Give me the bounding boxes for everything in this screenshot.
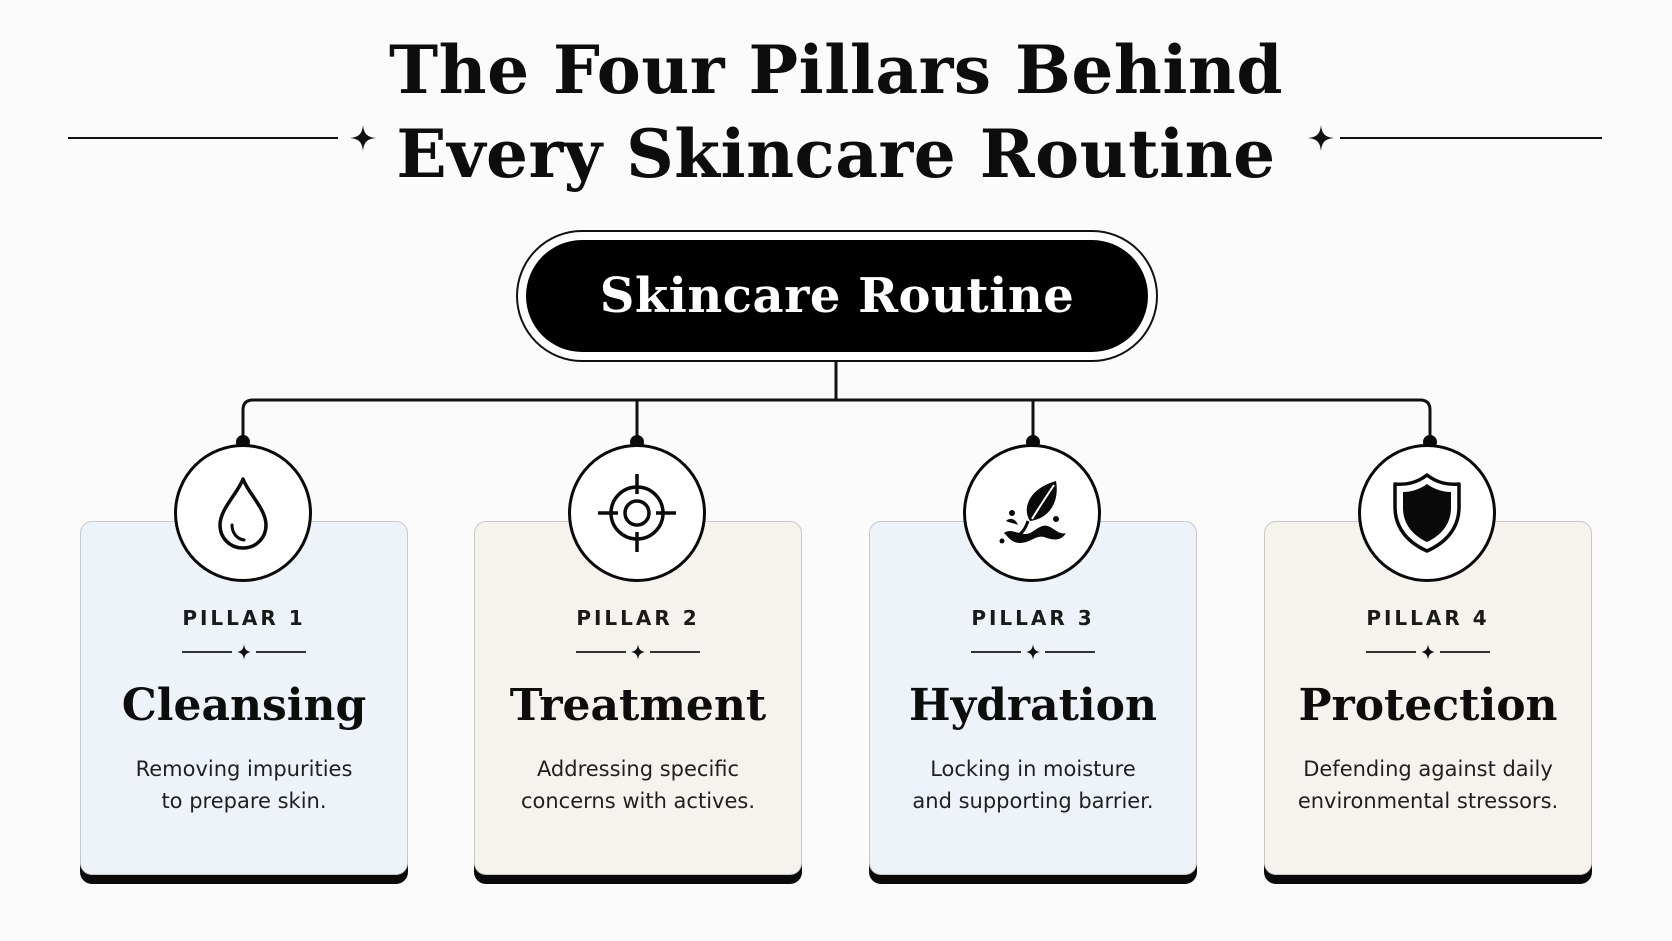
ornament-divider [1366,644,1490,660]
pillar-number: PILLAR 1 [182,606,306,630]
icon-badge-3 [963,444,1101,582]
pillar-number: PILLAR 3 [971,606,1095,630]
pillar-description: Defending against daily environmental st… [1297,757,1559,813]
water-drop-icon [218,477,268,550]
sparkle-icon-right [1308,125,1334,151]
title-divider-left [68,137,338,139]
pillar-description: Locking in moisture and supporting barri… [912,757,1154,813]
title-divider-right [1340,137,1602,139]
leaf-splash-icon [999,481,1066,544]
pillar-description: Addressing specific concerns with active… [520,757,756,813]
pillar-number: PILLAR 2 [576,606,700,630]
sparkle-icon [631,644,645,660]
pillar-card-1: PILLAR 1 Cleansing Removing impurities t… [80,521,408,875]
root-node-fill: Skincare Routine [526,240,1148,352]
sparkle-icon [1026,644,1040,660]
root-node: Skincare Routine [516,230,1158,362]
root-node-label: Skincare Routine [599,268,1075,324]
icon-badge-4 [1358,444,1496,582]
pillar-number: PILLAR 4 [1366,606,1490,630]
pillar-name: Hydration [909,680,1157,731]
title-line-2: Every Skincare Routine [396,115,1276,193]
sparkle-icon [237,644,251,660]
connector-bar [241,398,1432,442]
pillar-name: Protection [1298,680,1558,731]
page-title: The Four Pillars Behind Every Skincare R… [0,28,1672,196]
shield-icon [1393,473,1461,553]
sparkle-icon [1421,644,1435,660]
icon-badge-1 [174,444,312,582]
pillar-card-4: PILLAR 4 Protection Defending against da… [1264,521,1592,875]
pillar-description: Removing impurities to prepare skin. [135,757,353,813]
icon-badge-2 [568,444,706,582]
target-crosshair-icon [598,474,676,552]
title-line-1: The Four Pillars Behind [388,31,1284,109]
ornament-divider [182,644,306,660]
ornament-divider [576,644,700,660]
ornament-divider [971,644,1095,660]
pillar-name: Cleansing [121,680,367,731]
pillar-name: Treatment [509,680,767,731]
sparkle-icon-left [350,125,376,151]
pillar-card-3: PILLAR 3 Hydration Locking in moisture a… [869,521,1197,875]
